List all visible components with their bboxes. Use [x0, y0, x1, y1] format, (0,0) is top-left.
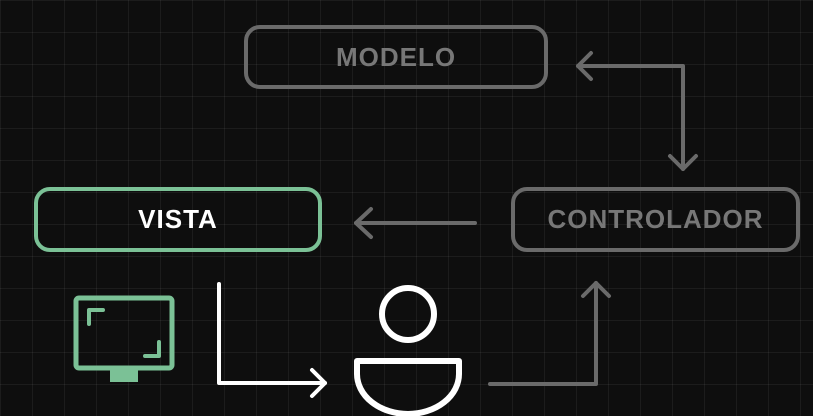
user-icon	[354, 285, 462, 416]
controlador-to-vista-arrow	[354, 207, 477, 239]
arrowhead-to-controlador	[668, 154, 698, 171]
arrowhead-to-modelo	[576, 51, 593, 81]
node-controlador-label: CONTROLADOR	[547, 204, 764, 234]
node-vista-label: VISTA	[138, 204, 218, 234]
node-controlador: CONTROLADOR	[511, 187, 800, 252]
node-modelo-label: MODELO	[335, 41, 457, 72]
user-to-controlador-arrow	[488, 281, 611, 386]
vista-to-user-arrow	[217, 282, 327, 398]
node-modelo: MODELO	[244, 25, 548, 89]
modelo-controlador-connector	[576, 51, 698, 171]
node-vista: VISTA	[34, 187, 322, 252]
monitor-icon	[73, 295, 175, 382]
